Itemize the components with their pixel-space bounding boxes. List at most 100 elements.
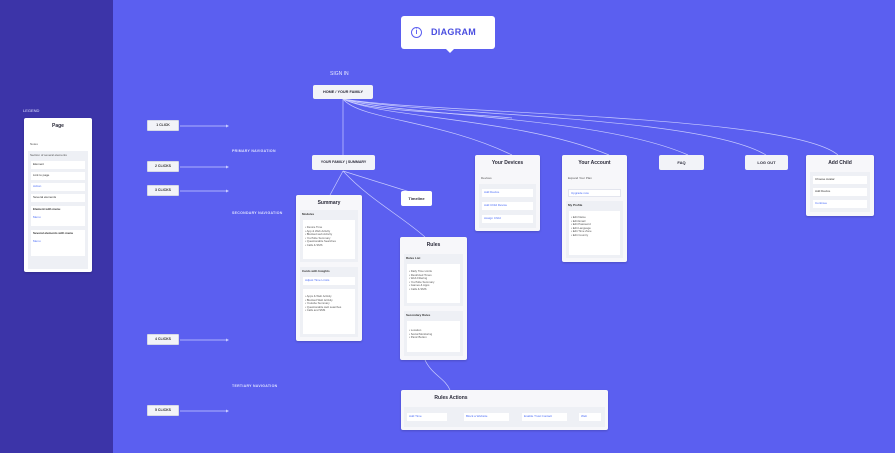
insights-section: Cards with Insights Adjust Time Limits •… xyxy=(300,267,358,337)
profile-item[interactable]: • Edit Time Zone xyxy=(571,229,592,234)
rules-list-section: Rules List • Daily Time Limits • Restric… xyxy=(404,254,463,306)
rules-list: • Daily Time Limits • Restricted Times •… xyxy=(407,264,460,303)
module-item: • Questionable Searches xyxy=(305,239,336,244)
profile-list: • Edit Name • Edit Email • Edit Password… xyxy=(569,211,620,255)
modules-label: Modules xyxy=(302,212,315,216)
click-count-1: 1 CLICK xyxy=(147,120,179,131)
upgrade-link[interactable]: Upgrade now xyxy=(568,189,621,197)
web-action[interactable]: Web xyxy=(579,413,601,421)
faq-node[interactable]: FAQ xyxy=(659,155,704,170)
devices-label: Devices xyxy=(481,176,492,180)
module-item: • App & Web Activity xyxy=(305,228,331,233)
profile-item[interactable]: • Edit Country xyxy=(571,232,589,237)
profile-section: My Profile • Edit Name • Edit Email • Ed… xyxy=(566,201,623,258)
add-time-action[interactable]: Add Time xyxy=(407,413,447,421)
module-item: • YouTube Summary xyxy=(305,235,331,240)
add-device-link[interactable]: Add Device xyxy=(482,189,533,197)
summary-card: Summary Modules • Device Time • App & We… xyxy=(296,195,362,341)
legend-element: Element xyxy=(31,161,85,169)
rule-item[interactable]: • Web Filtering xyxy=(409,276,428,281)
secondary-rules-section: Secondary Rules • Location • Social Moni… xyxy=(404,311,463,356)
modules-section: Modules • Device Time • App & Web Activi… xyxy=(300,210,358,262)
rules-list-label: Rules List xyxy=(406,256,421,260)
adjust-time-link[interactable]: Adjust Time Limits xyxy=(303,277,355,285)
rule-item[interactable]: • Games & Apps xyxy=(409,283,430,288)
rules-actions-section: Add Time Block a Website Enable Trust Co… xyxy=(404,407,605,427)
block-website-action[interactable]: Block a Website xyxy=(464,413,509,421)
family-summary-node[interactable]: YOUR FAMILY | SUMMARY xyxy=(312,155,375,170)
devices-section: Add Device Add Child Device Assign Child xyxy=(479,184,536,228)
legend-menu-sub: Menu xyxy=(33,215,41,219)
insights-label: Cards with Insights xyxy=(302,269,330,273)
devices-title: Your Devices xyxy=(491,160,524,166)
profile-item[interactable]: • Edit Language xyxy=(571,225,591,230)
legend-menu2-sub: Menu xyxy=(33,239,41,243)
modules-list: • Device Time • App & Web Activity • Blo… xyxy=(303,220,355,259)
assign-child-link[interactable]: Assign Child xyxy=(482,215,533,223)
secondary-nav-label: SECONDARY NAVIGATION xyxy=(232,211,283,215)
module-item: • Calls & SMS xyxy=(305,242,323,247)
secondary-rules-list: • Location • Social Monitoring • Panic B… xyxy=(407,321,460,352)
diagram-header: i DIAGRAM xyxy=(401,16,495,49)
rule-item[interactable]: • Calls & SMS xyxy=(409,286,427,291)
module-item: • Blocked web Activity xyxy=(305,232,333,237)
tertiary-nav-label: TERTIARY NAVIGATION xyxy=(232,384,278,388)
add-child-title: Add Child xyxy=(828,160,852,166)
logout-node[interactable]: LOG OUT xyxy=(745,155,788,170)
enable-trust-contact-action[interactable]: Enable Trust Contact xyxy=(522,413,567,421)
insight-item: • Blocked Web Activity xyxy=(305,297,333,302)
secondary-rules-label: Secondary Rules xyxy=(406,313,431,317)
devices-card: Your Devices Devices Add Device Add Chil… xyxy=(475,155,540,231)
add-child-section: Choose Avatar Add Device Continue xyxy=(810,172,870,212)
legend-menu-title: Element with menu xyxy=(33,207,61,211)
legend-action: Action xyxy=(31,183,85,191)
add-child-device-link[interactable]: Add Child Device xyxy=(482,202,533,210)
timeline-node[interactable]: Timeline xyxy=(401,191,432,206)
insight-item: • Youtube Summary xyxy=(305,301,330,306)
diagram-title: DIAGRAM xyxy=(431,27,477,37)
legend-label: LEGEND xyxy=(23,108,40,113)
header-pointer xyxy=(446,49,454,53)
info-icon: i xyxy=(411,27,422,38)
rules-actions-card: Rules Actions Add Time Block a Website E… xyxy=(401,390,608,430)
account-title: Your Account xyxy=(578,160,611,166)
legend-notes: Notes xyxy=(30,142,38,146)
choose-avatar-item[interactable]: Choose Avatar xyxy=(813,176,867,184)
rule-item[interactable]: • Restricted Times xyxy=(409,272,432,277)
add-device-item[interactable]: Add Device xyxy=(813,188,867,196)
rule-item[interactable]: • Daily Time Limits xyxy=(409,269,432,273)
add-child-card: Add Child Choose Avatar Add Device Conti… xyxy=(806,155,874,216)
continue-item[interactable]: Continue xyxy=(813,200,867,208)
legend-section: Section of several elements Element Link… xyxy=(28,151,88,269)
insight-item: • Apps & Web Activity xyxy=(305,294,332,298)
legend-link: Link to page xyxy=(31,172,85,180)
legend-card: Page Notes Section of several elements E… xyxy=(24,118,92,272)
rule-item[interactable]: • YouTube Summary xyxy=(409,279,435,284)
account-card: Your Account Expand Your Plan Upgrade no… xyxy=(562,155,627,262)
account-plan-label: Expand Your Plan xyxy=(568,176,592,180)
profile-item[interactable]: • Edit Email xyxy=(571,218,586,223)
insight-item: • Calls and SMS xyxy=(305,308,326,313)
insight-item: • Questionable web searches xyxy=(305,304,342,309)
rules-actions-title: Rules Actions xyxy=(434,395,468,401)
rules-card: Rules Rules List • Daily Time Limits • R… xyxy=(400,237,467,360)
legend-section-label: Section of several elements xyxy=(30,153,67,157)
secondary-rule-item[interactable]: • Panic Button xyxy=(409,335,427,340)
click-count-4: 4 CLICKS xyxy=(147,334,179,345)
profile-item[interactable]: • Edit Name xyxy=(571,215,586,219)
secondary-rule-item[interactable]: • Location xyxy=(409,328,422,332)
profile-item[interactable]: • Edit Password xyxy=(571,222,591,227)
secondary-rule-item[interactable]: • Social Monitoring xyxy=(409,331,433,336)
click-count-2: 2 CLICKS xyxy=(147,161,179,172)
click-count-5: 5 CLICKS xyxy=(147,405,179,416)
sign-in-label: SIGN IN xyxy=(330,71,349,77)
legend-page-title: Page xyxy=(52,123,64,129)
summary-title: Summary xyxy=(317,200,341,206)
click-count-3: 3 CLICKS xyxy=(147,185,179,196)
rules-title: Rules xyxy=(426,242,441,248)
primary-nav-label: PRIMARY NAVIGATION xyxy=(232,149,276,153)
insights-list: • Apps & Web Activity • Blocked Web Acti… xyxy=(303,289,355,334)
home-node[interactable]: HOME / YOUR FAMILY xyxy=(313,85,373,99)
legend-menu2-title: Several elements with menu xyxy=(33,231,74,235)
